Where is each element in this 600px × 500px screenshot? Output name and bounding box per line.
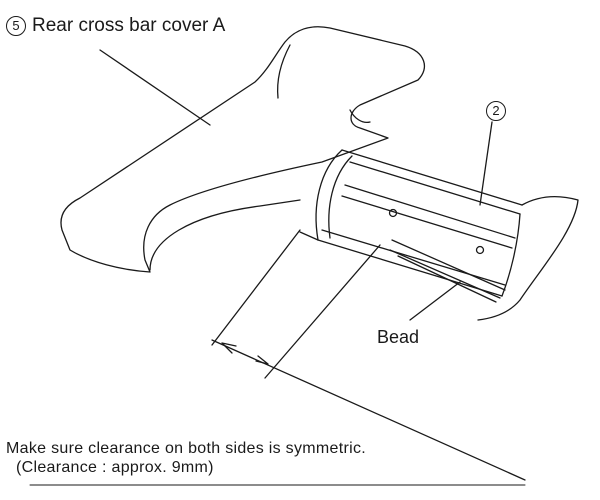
part-number-badge: 5 bbox=[6, 16, 26, 36]
ref-number-badge: 2 bbox=[486, 101, 506, 121]
part-leader-line bbox=[99, 49, 211, 126]
cover-sleeve-edge-2 bbox=[328, 155, 353, 239]
dimension-arrow-left bbox=[221, 342, 237, 354]
bar-top-edge-2 bbox=[349, 161, 521, 215]
extension-line-right bbox=[264, 244, 381, 379]
ref-leader-line bbox=[479, 121, 493, 206]
bar-top-edge bbox=[341, 149, 523, 206]
cover-sleeve-edge bbox=[315, 149, 343, 241]
note-line-2: (Clearance : approx. 9mm) bbox=[16, 459, 214, 476]
cover-notch bbox=[349, 109, 371, 124]
bead-strip-top bbox=[391, 239, 506, 291]
bead-strip-bottom-2 bbox=[397, 255, 497, 303]
bar-bottom-edge bbox=[321, 229, 506, 286]
note-line-1: Make sure clearance on both sides is sym… bbox=[6, 440, 367, 457]
cover-upper-fold bbox=[276, 44, 291, 99]
bead-leader-line bbox=[409, 281, 461, 321]
bead-strip-bottom bbox=[389, 249, 501, 299]
bar-end-inner bbox=[501, 213, 521, 297]
extension-line-left bbox=[211, 229, 301, 346]
bead-label: Bead bbox=[377, 327, 420, 347]
bar-mid-groove-2 bbox=[341, 195, 513, 249]
cover-inner-contour bbox=[149, 199, 301, 271]
bar-end-cap bbox=[477, 196, 579, 321]
bar-mid-groove-1 bbox=[344, 184, 516, 239]
part-label: 5 Rear cross bar cover A bbox=[6, 16, 225, 36]
rivet-2 bbox=[475, 245, 485, 255]
dimension-arrow-right bbox=[255, 355, 269, 365]
part-name-text: Rear cross bar cover A bbox=[32, 15, 226, 36]
bar-bottom-edge-2 bbox=[317, 239, 503, 297]
cover-outline bbox=[60, 26, 426, 273]
sleeve-lower bbox=[299, 231, 319, 241]
rivet-1 bbox=[388, 208, 398, 218]
dimension-line bbox=[211, 339, 526, 481]
